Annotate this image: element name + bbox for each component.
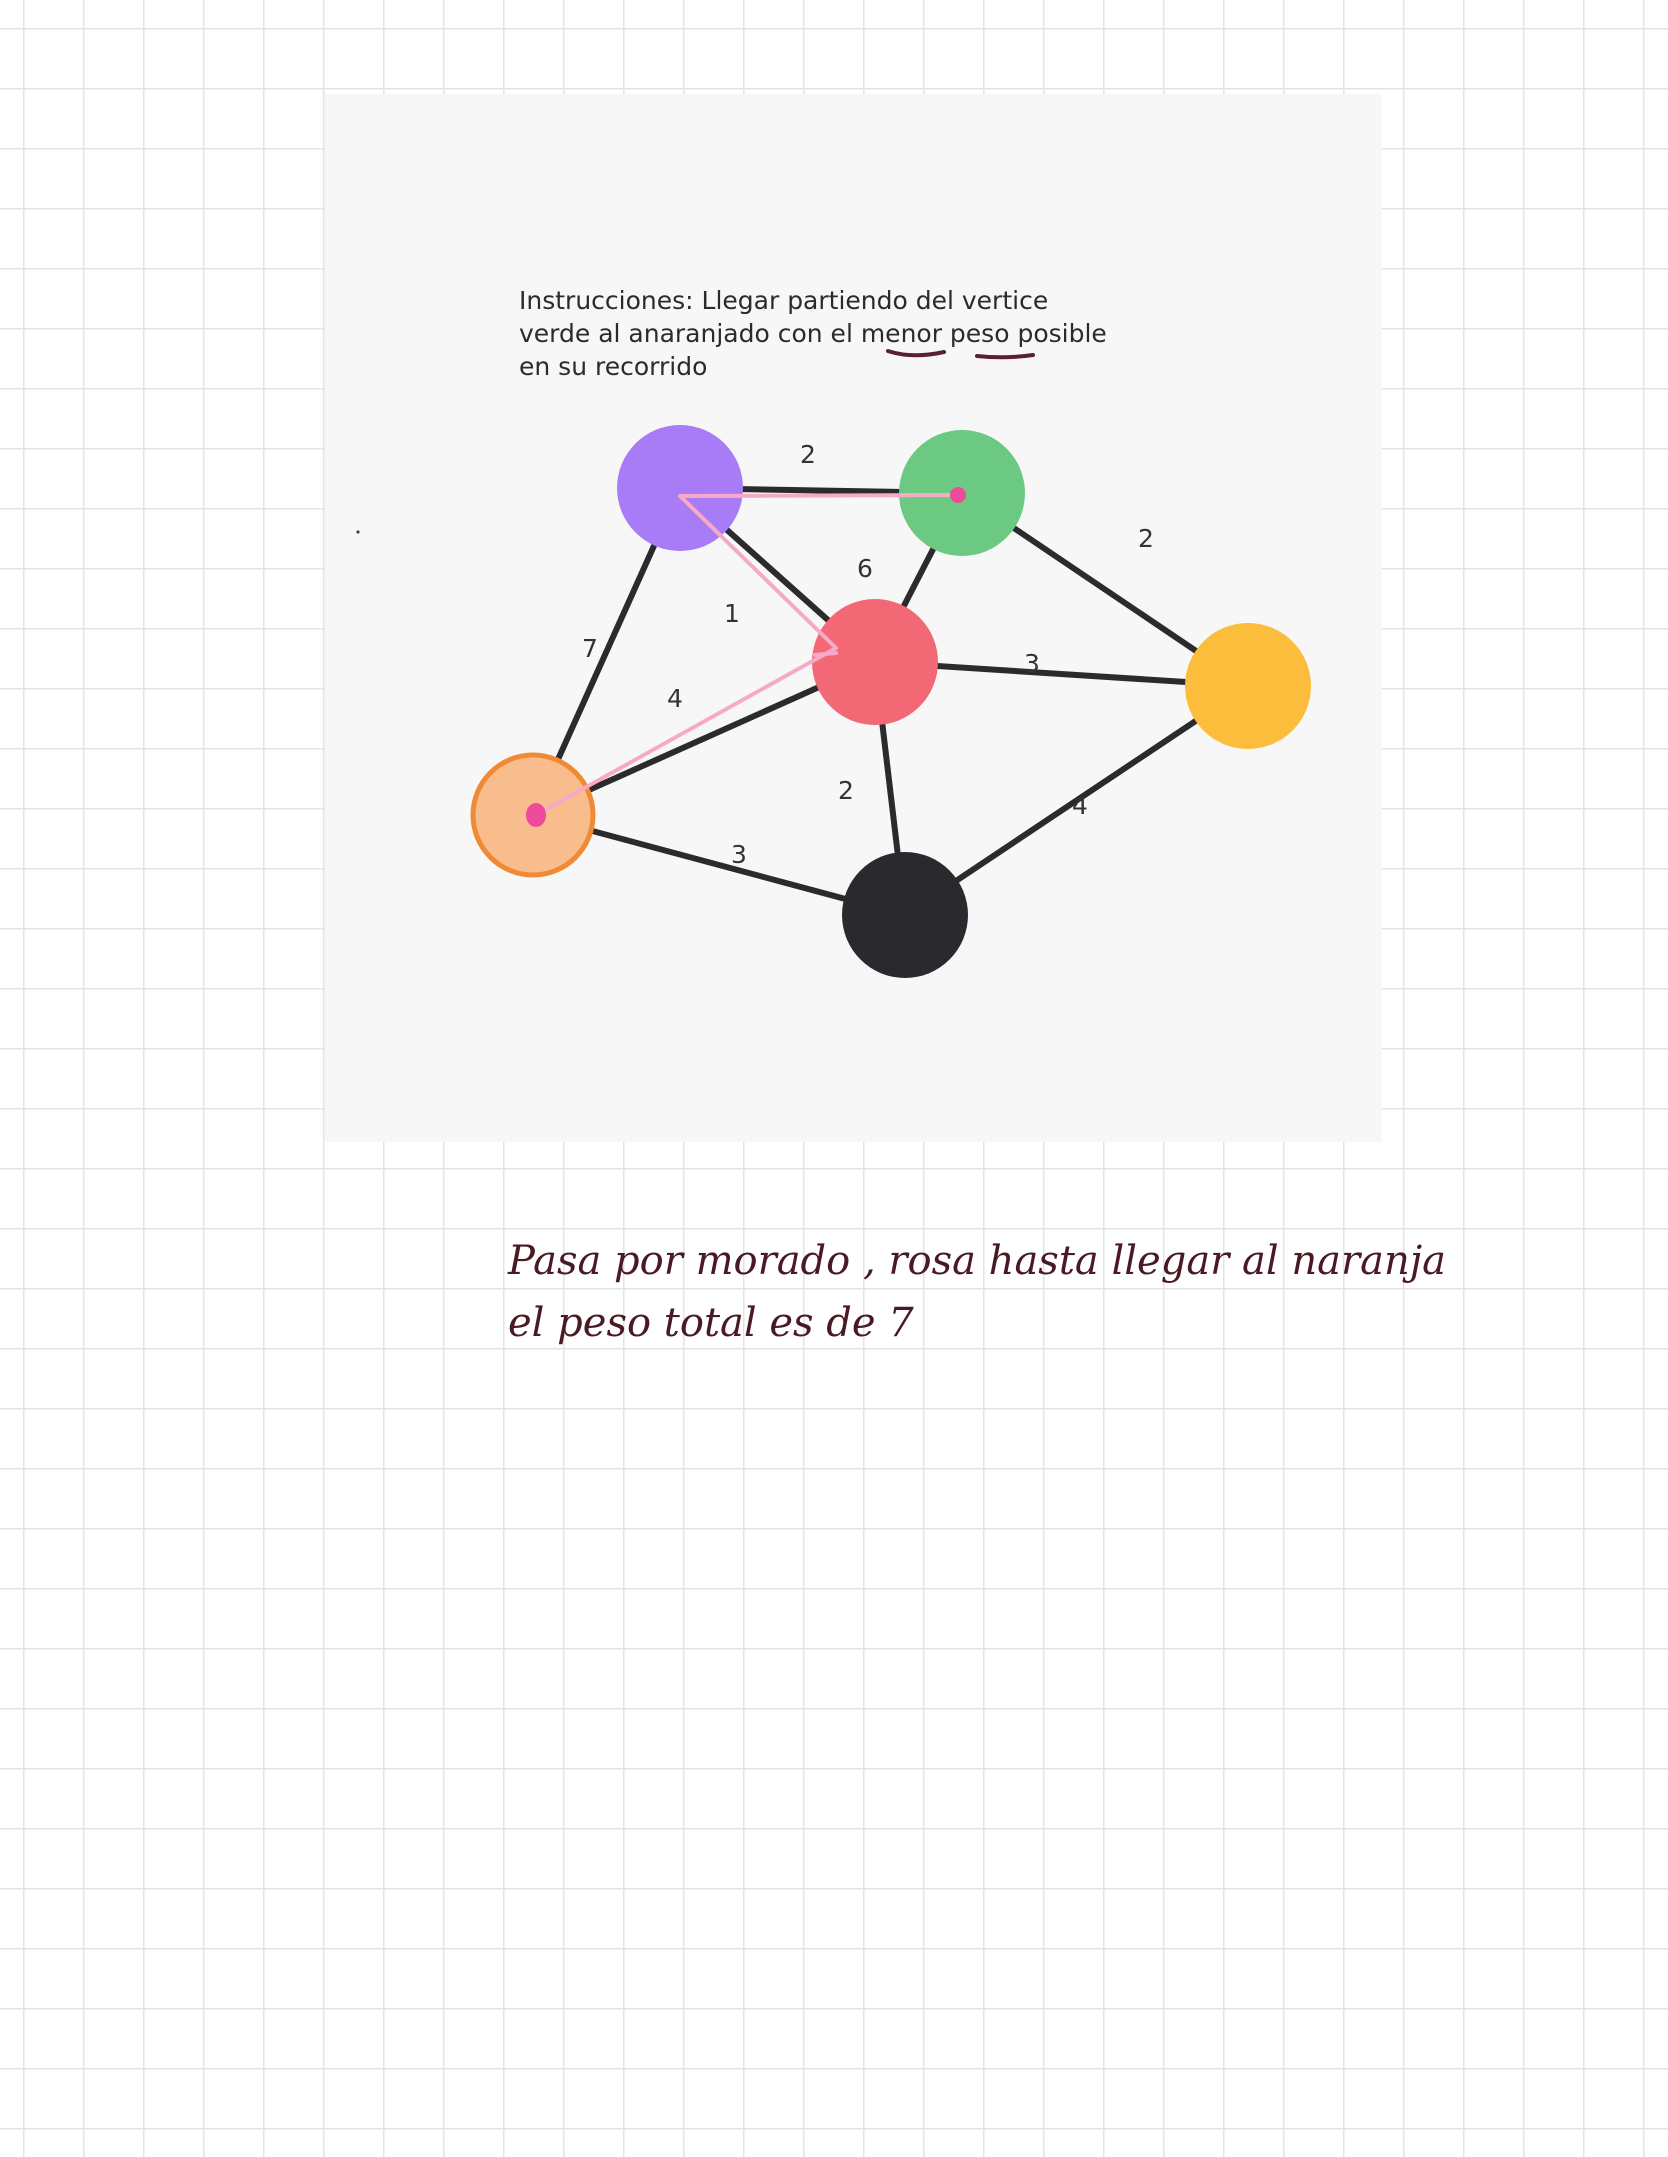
edge-weight-purple-green: 2 bbox=[800, 440, 816, 469]
vertex-purple bbox=[617, 425, 743, 551]
vertices-layer bbox=[470, 425, 1311, 978]
stray-dot bbox=[356, 530, 360, 534]
edge-black-yellow bbox=[902, 683, 1251, 918]
edge-weight-purple-orange: 7 bbox=[582, 634, 598, 663]
handwritten-answer-line-1: Pasa por morado , rosa hasta llegar al n… bbox=[508, 1238, 1446, 1284]
underline-peso bbox=[975, 353, 1035, 360]
edge-weight-purple-red: 1 bbox=[724, 599, 740, 628]
highlighted-path-layer bbox=[526, 487, 966, 827]
handwritten-answer: Pasa por morado , rosa hasta llegar al n… bbox=[508, 1230, 1628, 1354]
vertex-yellow bbox=[1185, 623, 1311, 749]
edge-weight-black-yellow: 4 bbox=[1072, 791, 1088, 820]
instructions-line-3: en su recorrido bbox=[519, 352, 708, 381]
underline-menor bbox=[886, 349, 946, 358]
edge-weight-green-yellow: 2 bbox=[1138, 524, 1154, 553]
edge-weight-green-red: 6 bbox=[857, 554, 873, 583]
vertex-black bbox=[842, 852, 968, 978]
edge-weight-orange-black: 3 bbox=[731, 840, 747, 869]
handwritten-answer-line-2: el peso total es de 7 bbox=[508, 1300, 914, 1346]
route-start-dot bbox=[950, 487, 966, 503]
route-end-dot bbox=[526, 803, 546, 827]
instructions-line-2: verde al anaranjado con el menor peso po… bbox=[519, 319, 1107, 348]
edge-weights-layer: 2 2 6 1 7 4 3 2 3 4 bbox=[582, 440, 1154, 869]
instructions-text: Instrucciones: Llegar partiendo del vert… bbox=[519, 284, 1219, 383]
handwritten-annotations bbox=[356, 349, 1035, 534]
vertex-red bbox=[812, 599, 938, 725]
edge-weight-red-yellow: 3 bbox=[1024, 649, 1040, 678]
highlighted-route-tail bbox=[813, 651, 838, 657]
edge-orange-black bbox=[530, 812, 908, 918]
edge-weight-orange-red: 4 bbox=[667, 684, 683, 713]
edge-weight-red-black: 2 bbox=[838, 776, 854, 805]
instructions-line-1: Instrucciones: Llegar partiendo del vert… bbox=[519, 286, 1049, 315]
highlighted-route bbox=[534, 493, 960, 817]
